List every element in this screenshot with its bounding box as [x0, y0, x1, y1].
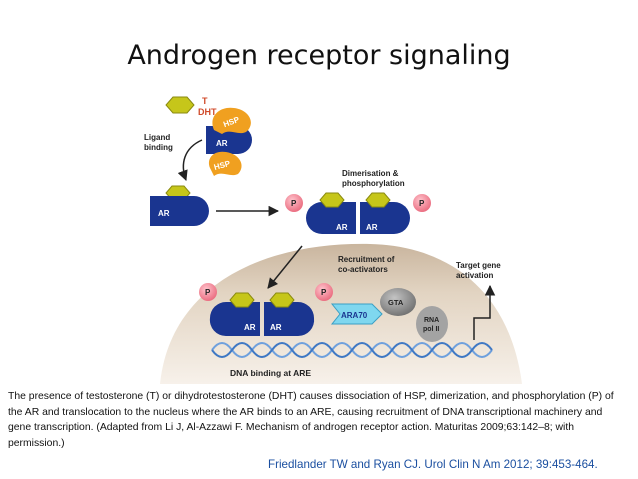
recruitment-label-1: Recruitment of: [338, 255, 395, 264]
receptor-label: AR: [158, 209, 170, 218]
hsp-label: HSP: [213, 159, 232, 172]
ligand-binding-label-2: binding: [144, 143, 173, 152]
ara70-coactivator: [330, 303, 383, 325]
receptor-ar-dimer-right: [360, 202, 410, 234]
dimerisation-label-1: Dimerisation &: [342, 169, 399, 178]
translocation-arrow: [267, 245, 303, 289]
target-gene-arrow: [473, 284, 496, 340]
hsp-released: [208, 151, 242, 176]
rna-pol-label-1: RNA: [424, 317, 439, 324]
receptor-label: AR: [366, 223, 378, 232]
dna-strand: [211, 342, 493, 358]
ligand-hexagon: [165, 96, 195, 114]
ligand-label-t: T: [202, 96, 208, 106]
phospho-circle: [199, 283, 217, 301]
androgen-receptor-diagram: T DHT AR HSP Ligand binding HSP AR Dimer…: [144, 96, 522, 384]
ligand-hexagon: [269, 292, 295, 308]
rna-pol-label-2: pol II: [423, 326, 439, 333]
phospho-circle: [315, 283, 333, 301]
ligand-hexagon: [365, 192, 391, 208]
phospho-circle: [285, 194, 303, 212]
phospho-label: P: [291, 199, 297, 208]
receptor-label: AR: [216, 139, 228, 148]
ligand-binding-label-1: Ligand: [144, 133, 170, 142]
receptor-ar-nuclear-left: [209, 302, 260, 337]
ligand-hexagon: [229, 292, 255, 308]
ligand-hexagon: [319, 192, 345, 208]
receptor-label: AR: [336, 223, 348, 232]
phospho-circle: [413, 194, 431, 212]
receptor-ar-bound: [150, 196, 209, 226]
ligand-label-dht: DHT: [198, 107, 217, 117]
receptor-label: AR: [244, 323, 256, 332]
target-gene-label-1: Target gene: [456, 261, 501, 270]
receptor-ar-nuclear-right: [264, 302, 315, 337]
ara70-label: ARA70: [341, 311, 368, 320]
receptor-label: AR: [270, 323, 282, 332]
dimerisation-label-2: phosphorylation: [342, 179, 405, 188]
hsp-protein: [212, 107, 251, 134]
gta-complex: [380, 288, 416, 316]
target-gene-label-2: activation: [456, 271, 493, 280]
citation: Friedlander TW and Ryan CJ. Urol Clin N …: [268, 458, 598, 471]
phospho-label: P: [419, 199, 425, 208]
phospho-label: P: [321, 288, 327, 297]
rna-pol-ii: [416, 306, 448, 342]
recruitment-label-2: co-activators: [338, 265, 388, 274]
figure-caption: The presence of testosterone (T) or dihy…: [8, 391, 614, 449]
dna-binding-label: DNA binding at ARE: [230, 368, 311, 378]
ligand-binding-arrow: [177, 139, 203, 181]
receptor-ar-dimer-left: [306, 202, 356, 234]
slide-title: Androgen receptor signaling: [127, 40, 511, 71]
phospho-label: P: [205, 288, 211, 297]
gta-label: GTA: [388, 298, 404, 307]
